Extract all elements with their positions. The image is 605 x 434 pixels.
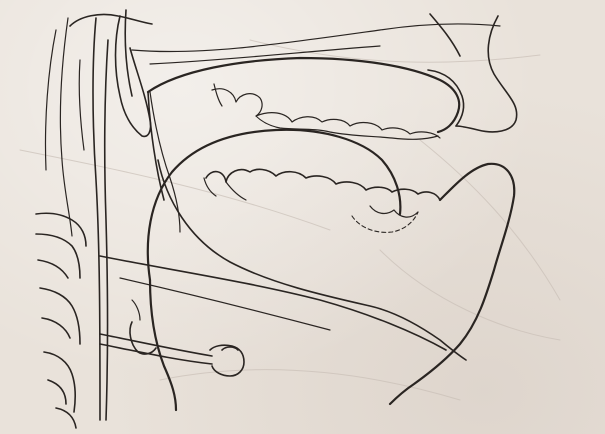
probe-instrument [100,300,244,376]
face-profile [428,14,517,132]
spine-outline [45,18,108,420]
show-through-lines [20,40,560,400]
rear-head-lines [70,10,500,136]
upper-jaw [148,58,459,200]
vertebral-column [36,213,86,428]
tongue-outline [148,130,466,410]
